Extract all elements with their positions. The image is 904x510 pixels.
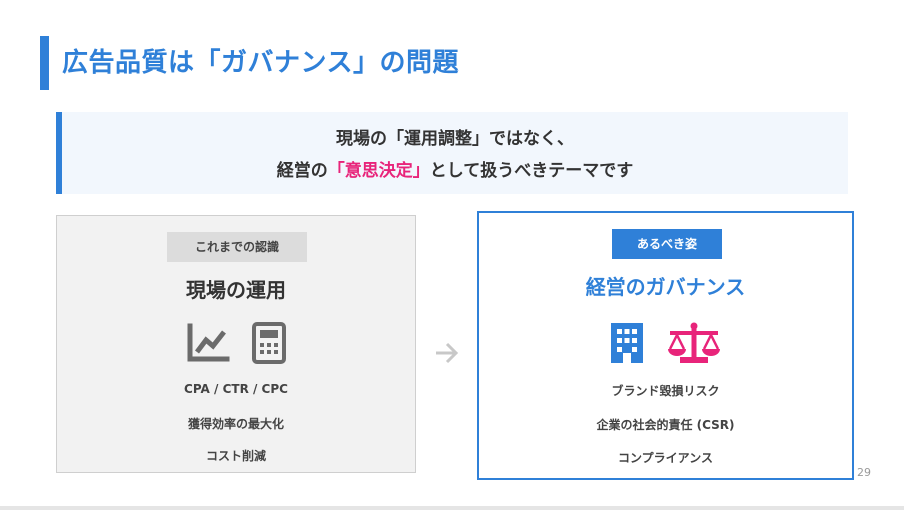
ideal-state-title: 経営のガバナンス (585, 275, 746, 299)
ideal-state-item: コンプライアンス (618, 451, 713, 465)
current-view-item: コスト削減 (205, 449, 266, 463)
lead-box: 現場の「運用調整」ではなく、 経営の「意思決定」として扱うべきテーマです (56, 112, 848, 194)
page-number: 29 (857, 466, 871, 479)
lead-line-2-suffix: として扱うべきテーマです (429, 161, 634, 181)
ideal-state-item: ブランド毀損リスク (611, 384, 720, 398)
current-view-item: CPA / CTR / CPC (184, 382, 288, 396)
building-icon (610, 323, 643, 363)
ideal-state-card: あるべき姿 経営のガバナンス ブランド毀損リスク 企業の社会的責任 (CSR) … (477, 211, 854, 480)
title-accent-bar (40, 36, 49, 90)
footer-divider (0, 506, 904, 510)
current-view-title: 現場の運用 (186, 278, 286, 302)
current-view-icons (57, 322, 415, 372)
ideal-state-item: 企業の社会的責任 (CSR) (596, 418, 735, 432)
lead-highlight: 「意思決定」 (327, 161, 430, 181)
arrow-right-icon (436, 342, 459, 364)
ideal-state-icons (479, 321, 852, 371)
lead-line-2-prefix: 経営の (276, 161, 328, 181)
scale-icon (668, 322, 721, 363)
lead-line-2: 経営の「意思決定」として扱うべきテーマです (62, 156, 848, 181)
calculator-icon (251, 322, 286, 364)
current-view-card: これまでの認識 現場の運用 CPA / CTR / CPC 獲得効率の最大化 コ… (56, 215, 416, 473)
current-view-tag: これまでの認識 (167, 232, 307, 262)
current-view-item: 獲得効率の最大化 (187, 417, 284, 431)
ideal-state-tag: あるべき姿 (612, 229, 722, 259)
slide-title: 広告品質は「ガバナンス」の問題 (62, 48, 459, 78)
lead-line-1: 現場の「運用調整」ではなく、 (336, 129, 574, 149)
line-chart-icon (187, 323, 230, 362)
